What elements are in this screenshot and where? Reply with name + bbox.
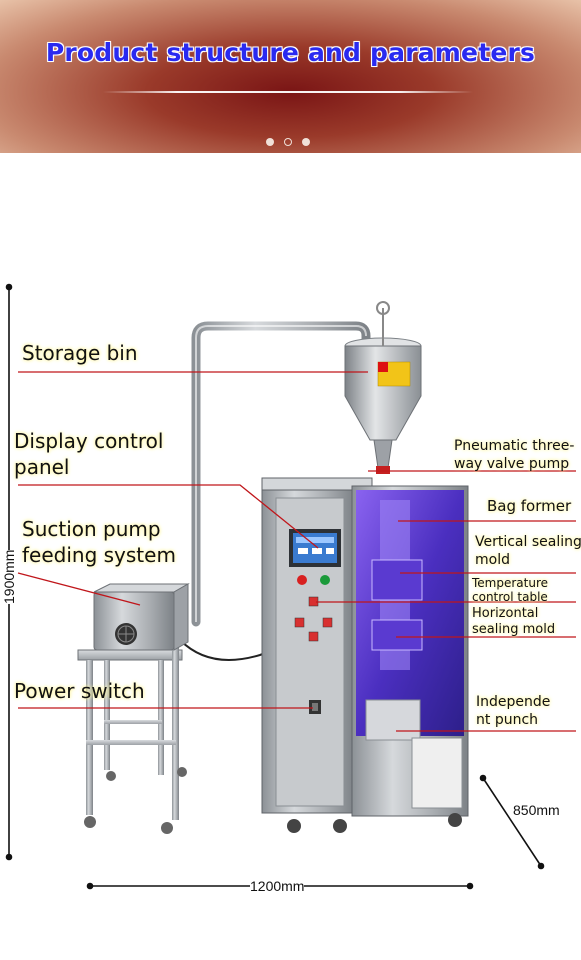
- carousel-dot-2[interactable]: [284, 138, 292, 146]
- label-power-switch: Power switch: [14, 679, 145, 703]
- label-temperature-line1: Temperature: [472, 576, 549, 590]
- label-vertical-sealing-line2: mold: [475, 552, 510, 568]
- label-bag-former: Bag former: [487, 497, 572, 515]
- leader-display-panel: [18, 484, 319, 549]
- label-storage-bin: Storage bin: [22, 341, 138, 365]
- leader-suction-pump: [17, 572, 141, 606]
- dimension-lines: [5, 283, 545, 890]
- label-pneumatic-line1: Pneumatic three-: [454, 438, 575, 454]
- label-temperature-line2: control table: [472, 590, 548, 604]
- carousel-dot-3[interactable]: [302, 138, 310, 146]
- dimension-height: 1900mm: [1, 549, 17, 604]
- carousel-dot-1[interactable]: [266, 138, 274, 146]
- leader-lines: [17, 371, 576, 732]
- label-horizontal-line1: Horizontal: [472, 606, 539, 621]
- main-cabinet: [261, 477, 373, 833]
- dimension-depth: 850mm: [513, 802, 560, 818]
- label-independent-line2: nt punch: [476, 712, 539, 728]
- dimension-width: 1200mm: [250, 878, 305, 894]
- label-independent-line1: Independe: [476, 694, 551, 710]
- label-vertical-sealing-line1: Vertical sealing: [475, 534, 581, 550]
- label-display-panel-line1: Display control: [14, 429, 164, 453]
- label-pneumatic-line2: way valve pump: [454, 456, 570, 472]
- label-horizontal-line2: sealing mold: [472, 622, 556, 637]
- page-title: Product structure and parameters: [45, 38, 536, 67]
- storage-bin-hopper: [344, 301, 422, 474]
- forming-section: [351, 485, 469, 827]
- title-divider: [103, 91, 473, 93]
- carousel-indicators[interactable]: [266, 138, 310, 146]
- label-display-panel-line2: panel: [14, 455, 70, 479]
- suction-pump-unit: [93, 583, 190, 651]
- label-suction-pump-line1: Suction pump: [22, 517, 161, 541]
- label-suction-pump-line2: feeding system: [22, 543, 176, 567]
- header-banner: Product structure and parameters: [0, 0, 581, 153]
